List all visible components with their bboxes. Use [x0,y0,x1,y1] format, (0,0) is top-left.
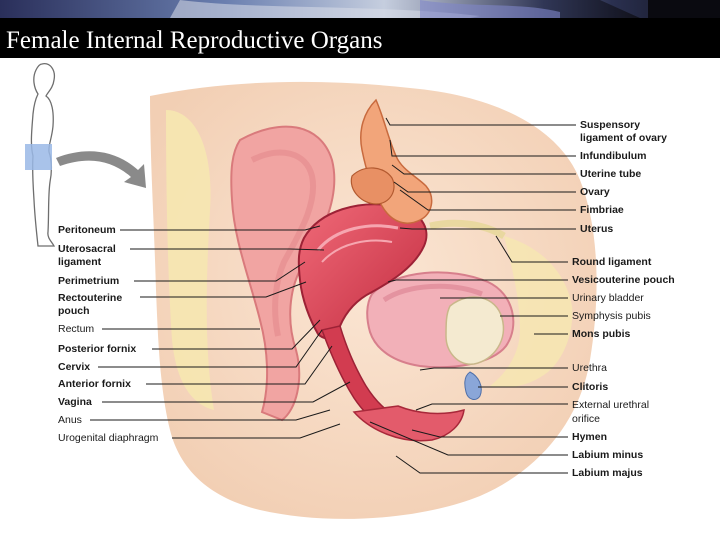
label-perimetrium: Perimetrium [58,275,119,287]
label-urethra: Urethra [572,362,607,374]
body-silhouette-icon [25,64,54,246]
label-rectum: Rectum [58,323,94,335]
label-posterior-fornix: Posterior fornix [58,343,136,355]
label-anus: Anus [58,414,82,426]
label-external-urethral: External urethral [572,399,649,411]
label-ovary: Ovary [580,186,610,198]
label-infundibulum: Infundibulum [580,150,646,162]
cross-section [150,82,597,519]
label-labium-majus: Labium majus [572,467,643,479]
label-uterine-tube: Uterine tube [580,168,641,180]
label-round-ligament: Round ligament [572,256,651,268]
label-suspensory-ligament: ligament of ovary [580,132,667,144]
label-vesicouterine-pouch: Vesicouterine pouch [572,274,675,286]
label-rectouterine: Rectouterine [58,292,122,304]
label-external-urethral-orifice: orifice [572,413,600,425]
label-anterior-fornix: Anterior fornix [58,378,131,390]
label-rectouterine-pouch: pouch [58,305,90,317]
label-uterosacral: Uterosacral [58,243,116,255]
label-clitoris: Clitoris [572,381,608,393]
label-mons-pubis: Mons pubis [572,328,630,340]
label-fimbriae: Fimbriae [580,204,624,216]
label-urogenital-diaphragm: Urogenital diaphragm [58,432,158,444]
label-urinary-bladder: Urinary bladder [572,292,644,304]
arrow-icon [56,151,146,188]
label-suspensory: Suspensory [580,119,640,131]
label-symphysis-pubis: Symphysis pubis [572,310,651,322]
label-uterosacral-ligament: ligament [58,256,101,268]
label-labium-minus: Labium minus [572,449,643,461]
label-peritoneum: Peritoneum [58,224,116,236]
label-hymen: Hymen [572,431,607,443]
label-uterus: Uterus [580,223,613,235]
label-cervix: Cervix [58,361,90,373]
label-vagina: Vagina [58,396,92,408]
